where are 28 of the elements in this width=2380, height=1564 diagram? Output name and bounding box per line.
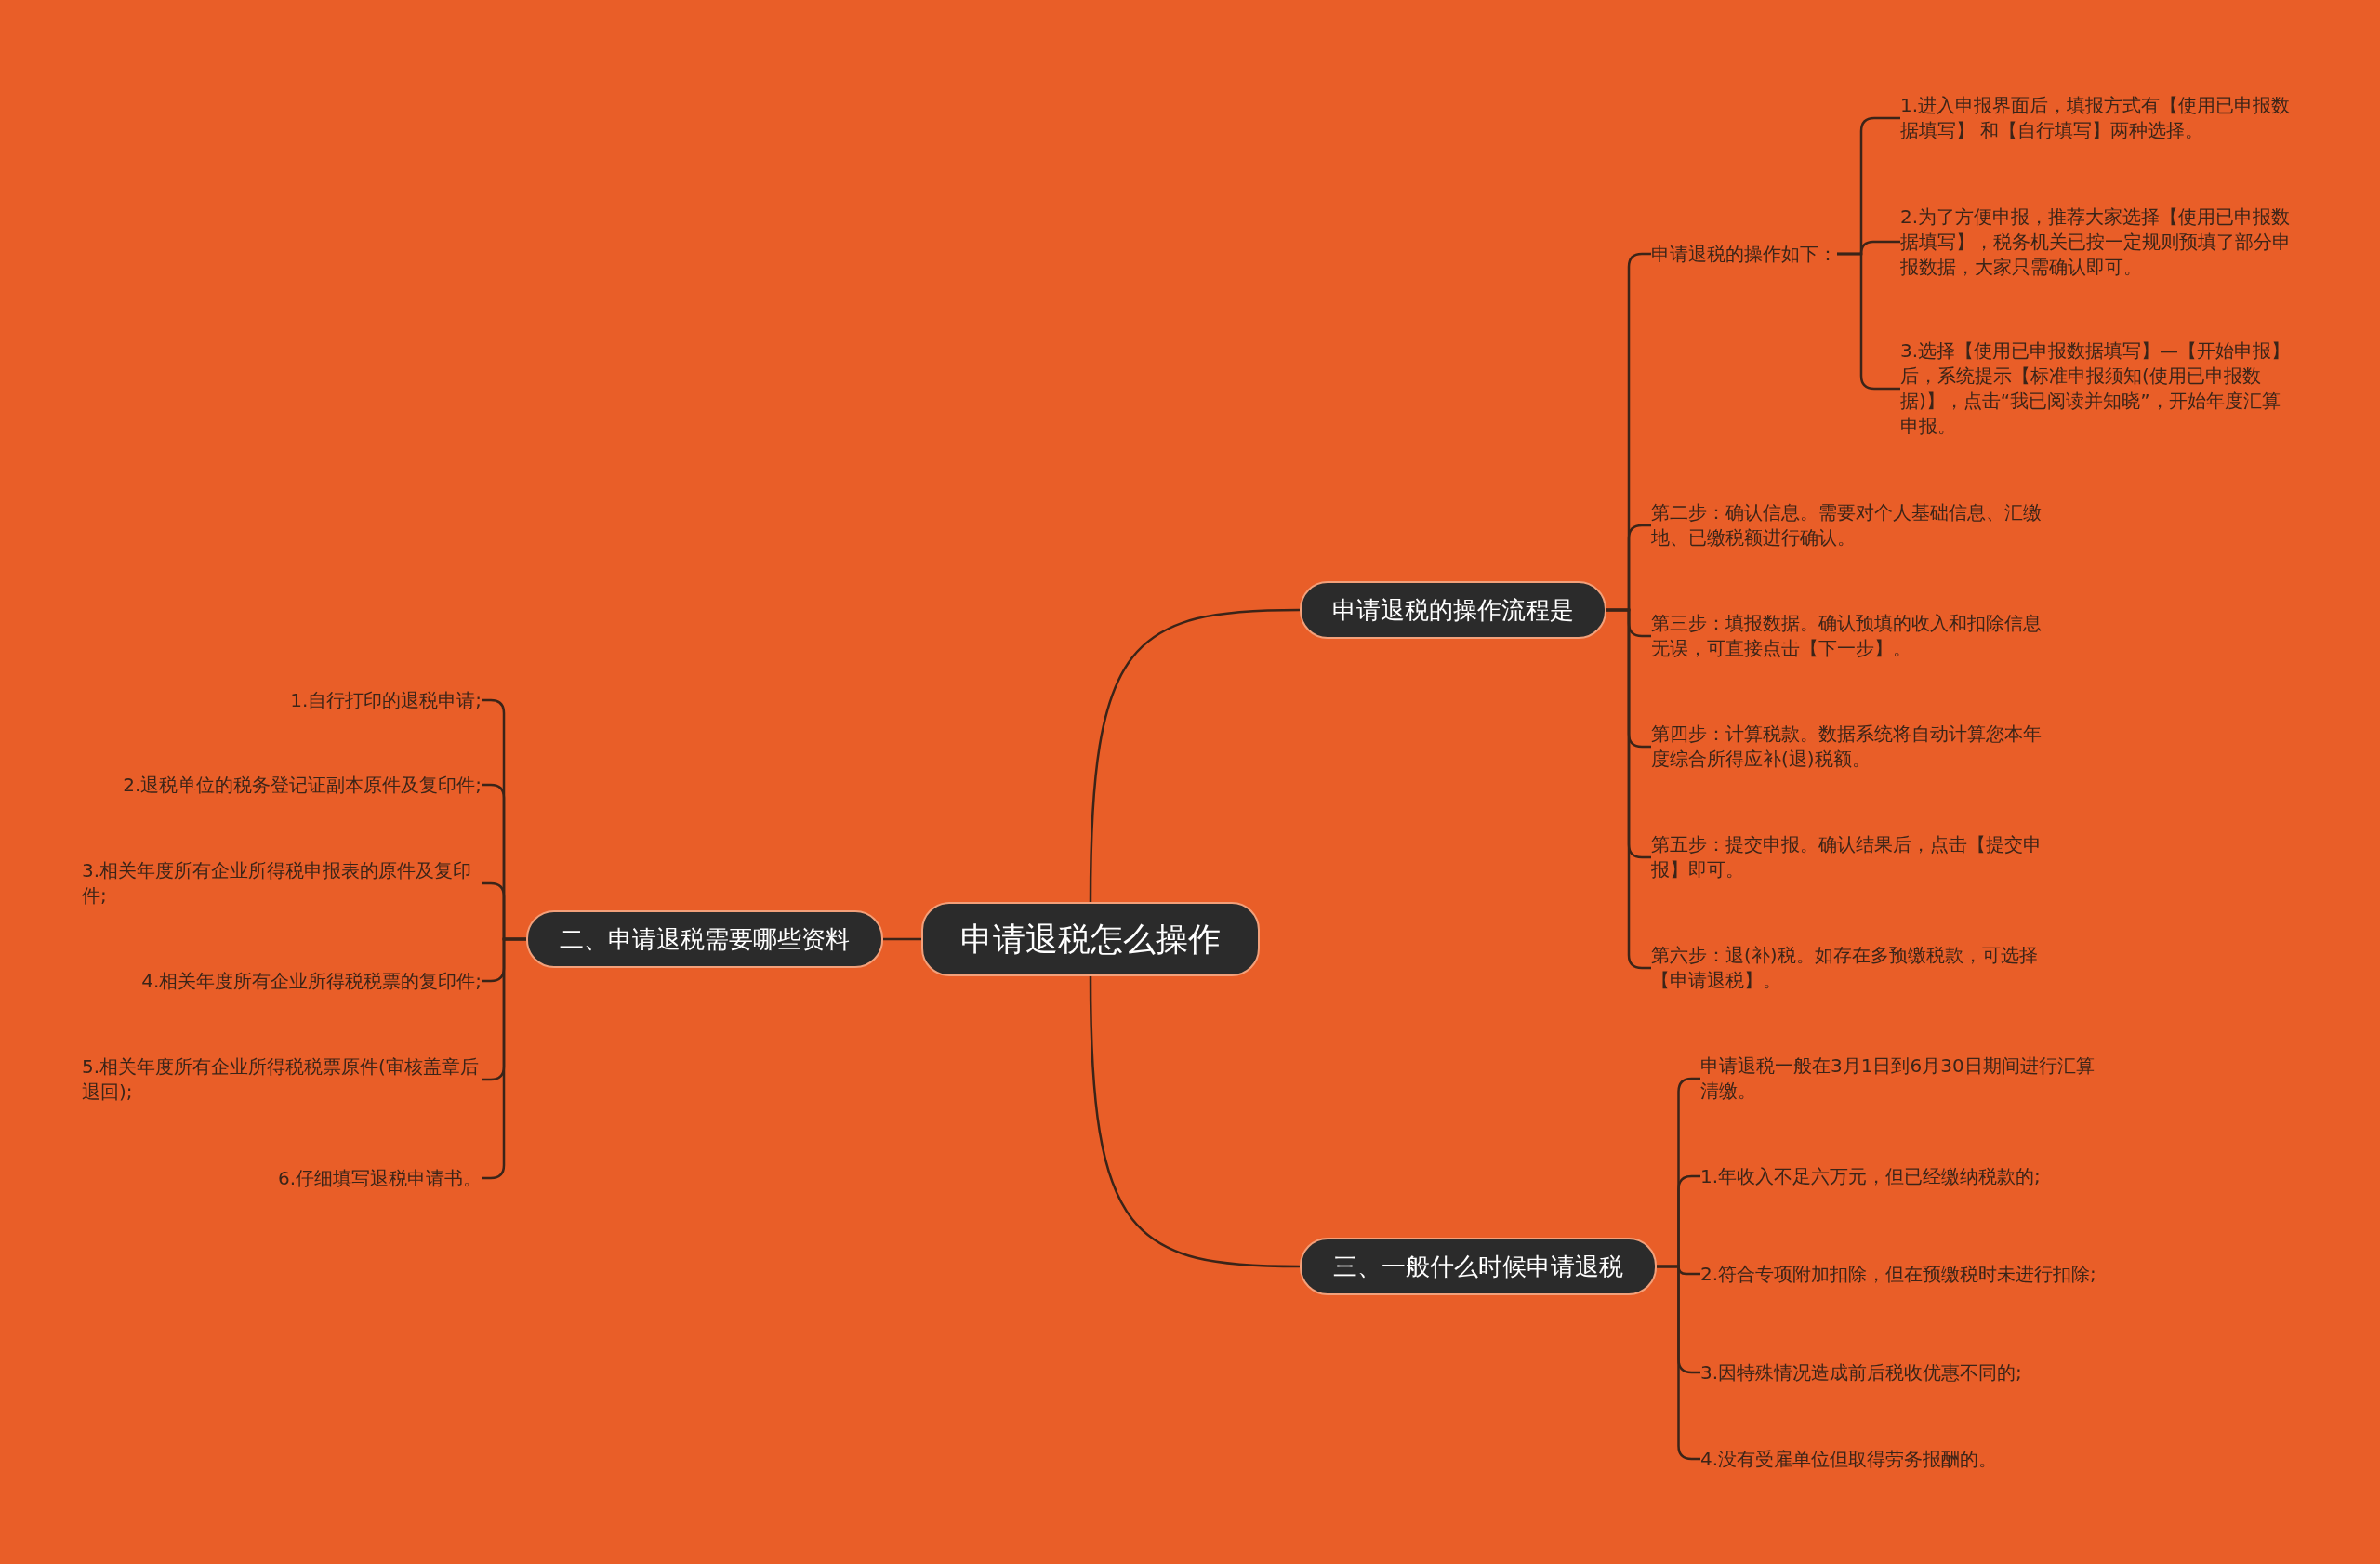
subtopic-text: 4.相关年度所有企业所得税税票的复印件;: [141, 968, 482, 994]
subtopic-text: 2.为了方便申报，推荐大家选择【使用已申报数据填写】，税务机关已按一定规则预填了部分申报数据，大家只需确认即可。: [1900, 204, 2292, 280]
subtopic-text: 3.选择【使用已申报数据填写】—【开始申报】后，系统提示【标准申报须知(使用已申报数据)】，点击“我已阅读并知晓”，开始年度汇算申报。: [1900, 338, 2292, 439]
connector-line: [1089, 608, 1301, 902]
subtopic-text: 申请退税的操作如下：: [1651, 241, 1837, 267]
subtopic-text: 6.仔细填写退税申请书。: [277, 1165, 482, 1191]
subtopic-text: 2.退税单位的税务登记证副本原件及复印件;: [123, 772, 482, 798]
subtopic-text: 第四步：计算税款。数据系统将自动计算您本年度综合所得应补(退)税额。: [1651, 722, 2043, 772]
connector-line: [1089, 976, 1301, 1268]
connector-line: [1837, 252, 1900, 391]
branch-topic: 二、申请退税需要哪些资料: [526, 910, 883, 968]
subtopic-text: 5.相关年度所有企业所得税税票原件(审核盖章后退回);: [82, 1054, 480, 1105]
subtopic-text: 第三步：填报数据。确认预填的收入和扣除信息无误，可直接点击【下一步】。: [1651, 611, 2043, 661]
branch-topic: 三、一般什么时候申请退税: [1300, 1238, 1657, 1295]
subtopic-text: 第二步：确认信息。需要对个人基础信息、汇缴地、已缴税额进行确认。: [1651, 500, 2043, 550]
subtopic-text: 1.自行打印的退税申请;: [290, 687, 482, 713]
subtopic-text: 4.没有受雇单位但取得劳务报酬的。: [1700, 1446, 1998, 1472]
subtopic-text: 第六步：退(补)税。如存在多预缴税款，可选择【申请退税】。: [1651, 943, 2039, 993]
branch-topic: 申请退税的操作流程是: [1300, 581, 1606, 639]
connector-line: [883, 937, 921, 941]
subtopic-text: 3.因特殊情况造成前后税收优惠不同的;: [1700, 1359, 2022, 1385]
subtopic-text: 第五步：提交申报。确认结果后，点击【提交申报】即可。: [1651, 832, 2043, 882]
subtopic-text: 1.进入申报界面后，填报方式有【使用已申报数据填写】 和【自行填写】两种选择。: [1900, 93, 2292, 143]
subtopic-text: 申请退税一般在3月1日到6月30日期间进行汇算清缴。: [1700, 1054, 2096, 1104]
subtopic-text: 2.符合专项附加扣除，但在预缴税时未进行扣除;: [1700, 1261, 2096, 1287]
subtopic-text: 1.年收入不足六万元，但已经缴纳税款的;: [1700, 1163, 2041, 1189]
central-topic: 申请退税怎么操作: [921, 902, 1260, 976]
subtopic-text: 3.相关年度所有企业所得税申报表的原件及复印件;: [82, 858, 473, 908]
